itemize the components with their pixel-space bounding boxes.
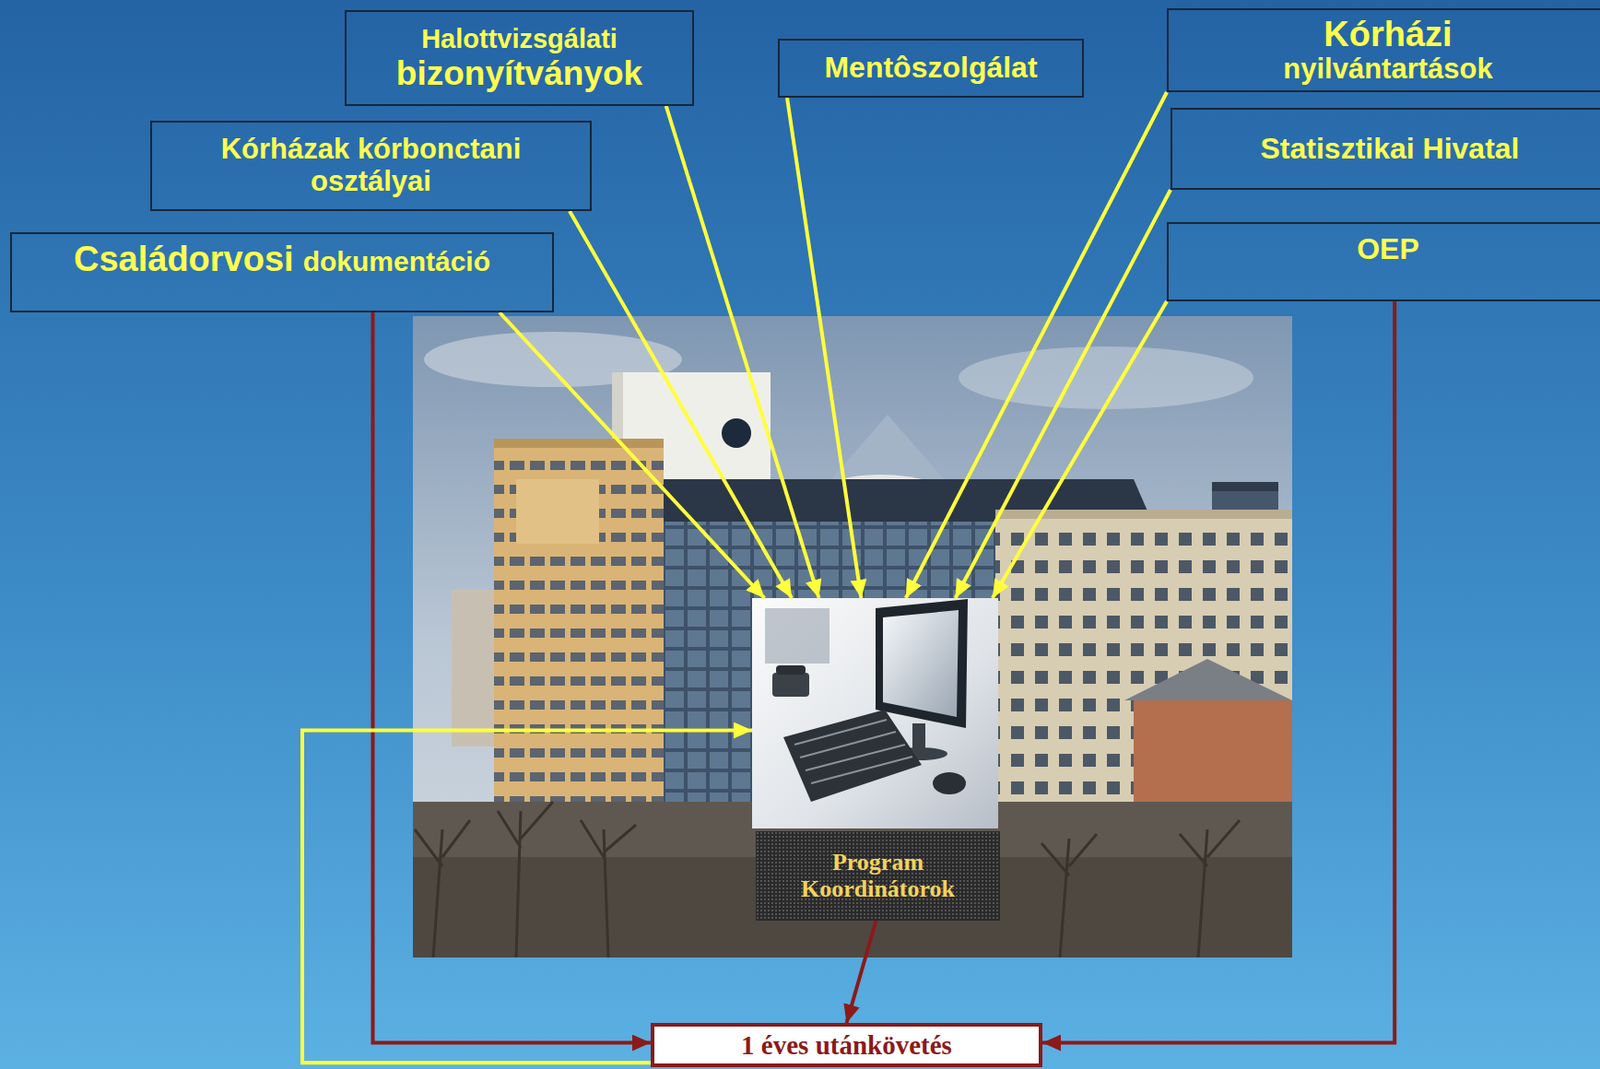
- illustration-detail: [772, 672, 810, 697]
- illustration-detail: [414, 820, 471, 958]
- connector-arrow: [787, 97, 861, 599]
- source-box: OEP: [1166, 222, 1600, 302]
- source-box: Halottvizsgálatibizonyítványok: [344, 10, 695, 106]
- illustration-detail: [580, 820, 636, 958]
- source-box: Mentôszolgálat: [777, 38, 1084, 98]
- box-label: Statisztikai Hivatal: [1260, 132, 1520, 166]
- illustration-detail: [882, 610, 959, 718]
- illustration-detail: [497, 801, 553, 958]
- illustration-detail: [721, 418, 752, 448]
- illustration-detail: [494, 438, 664, 817]
- box-label: Kórházi: [1323, 14, 1452, 55]
- illustration-detail: [1133, 700, 1293, 802]
- illustration-detail: [912, 723, 926, 752]
- follow-up-box: 1 éves utánkövetés: [650, 1023, 1043, 1068]
- illustration-detail: [829, 414, 946, 482]
- box-label: dokumentáció: [303, 246, 491, 278]
- illustration-detail: [995, 509, 1293, 837]
- illustration-detail: [776, 665, 806, 675]
- illustration-detail: [1041, 834, 1097, 958]
- illustration-detail: [1179, 820, 1240, 958]
- coordinator-label: Program Koordinátorok: [755, 831, 1000, 921]
- box-label: Családorvosi: [73, 239, 295, 280]
- source-box: Statisztikai Hivatal: [1170, 107, 1600, 190]
- illustration-detail: [794, 719, 887, 745]
- box-label: nyilvántartások: [1282, 53, 1493, 86]
- source-box: Kórházinyilvántartások: [1166, 8, 1600, 93]
- connector-arrow: [1042, 301, 1395, 1044]
- computer-picture: [752, 598, 999, 829]
- illustration-detail: [794, 719, 913, 784]
- source-box: Kórházak kórbonctani osztályai: [150, 120, 592, 212]
- illustration-detail: [516, 479, 600, 544]
- illustration-detail: [412, 316, 1293, 958]
- coordinator-node: Program Koordinátorok: [752, 598, 1000, 921]
- illustration-detail: [494, 438, 664, 448]
- illustration-detail: [805, 744, 906, 771]
- source-box: Családorvosidokumentáció: [10, 232, 554, 313]
- connector-arrow: [373, 312, 652, 1044]
- illustration-detail: [1211, 482, 1279, 492]
- box-label: OEP: [1356, 233, 1420, 267]
- connector-arrow: [992, 301, 1167, 599]
- box-label: Mentôszolgálat: [823, 51, 1037, 85]
- building-photo: [412, 316, 1293, 958]
- illustration-detail: [875, 599, 968, 729]
- connector-arrow: [847, 920, 877, 1024]
- illustration-detail: [800, 731, 896, 758]
- box-label: bizonyítványok: [396, 54, 643, 93]
- connector-arrow: [499, 312, 765, 599]
- illustration-detail: [752, 598, 999, 829]
- illustration-detail: [764, 608, 830, 664]
- connector-arrow: [302, 730, 753, 1064]
- illustration-detail: [932, 772, 966, 795]
- box-label: Kórházak kórbonctani osztályai: [163, 133, 579, 198]
- connector-arrow: [905, 92, 1167, 599]
- connector-arrow: [666, 105, 820, 599]
- illustration-detail: [811, 756, 913, 784]
- illustration-detail: [783, 709, 922, 802]
- illustration-detail: [958, 346, 1254, 410]
- box-label: Halottvizsgálati: [421, 23, 618, 54]
- follow-up-label: 1 éves utánkövetés: [741, 1030, 953, 1060]
- illustration-detail: [1124, 658, 1293, 701]
- connector-arrow: [955, 189, 1171, 599]
